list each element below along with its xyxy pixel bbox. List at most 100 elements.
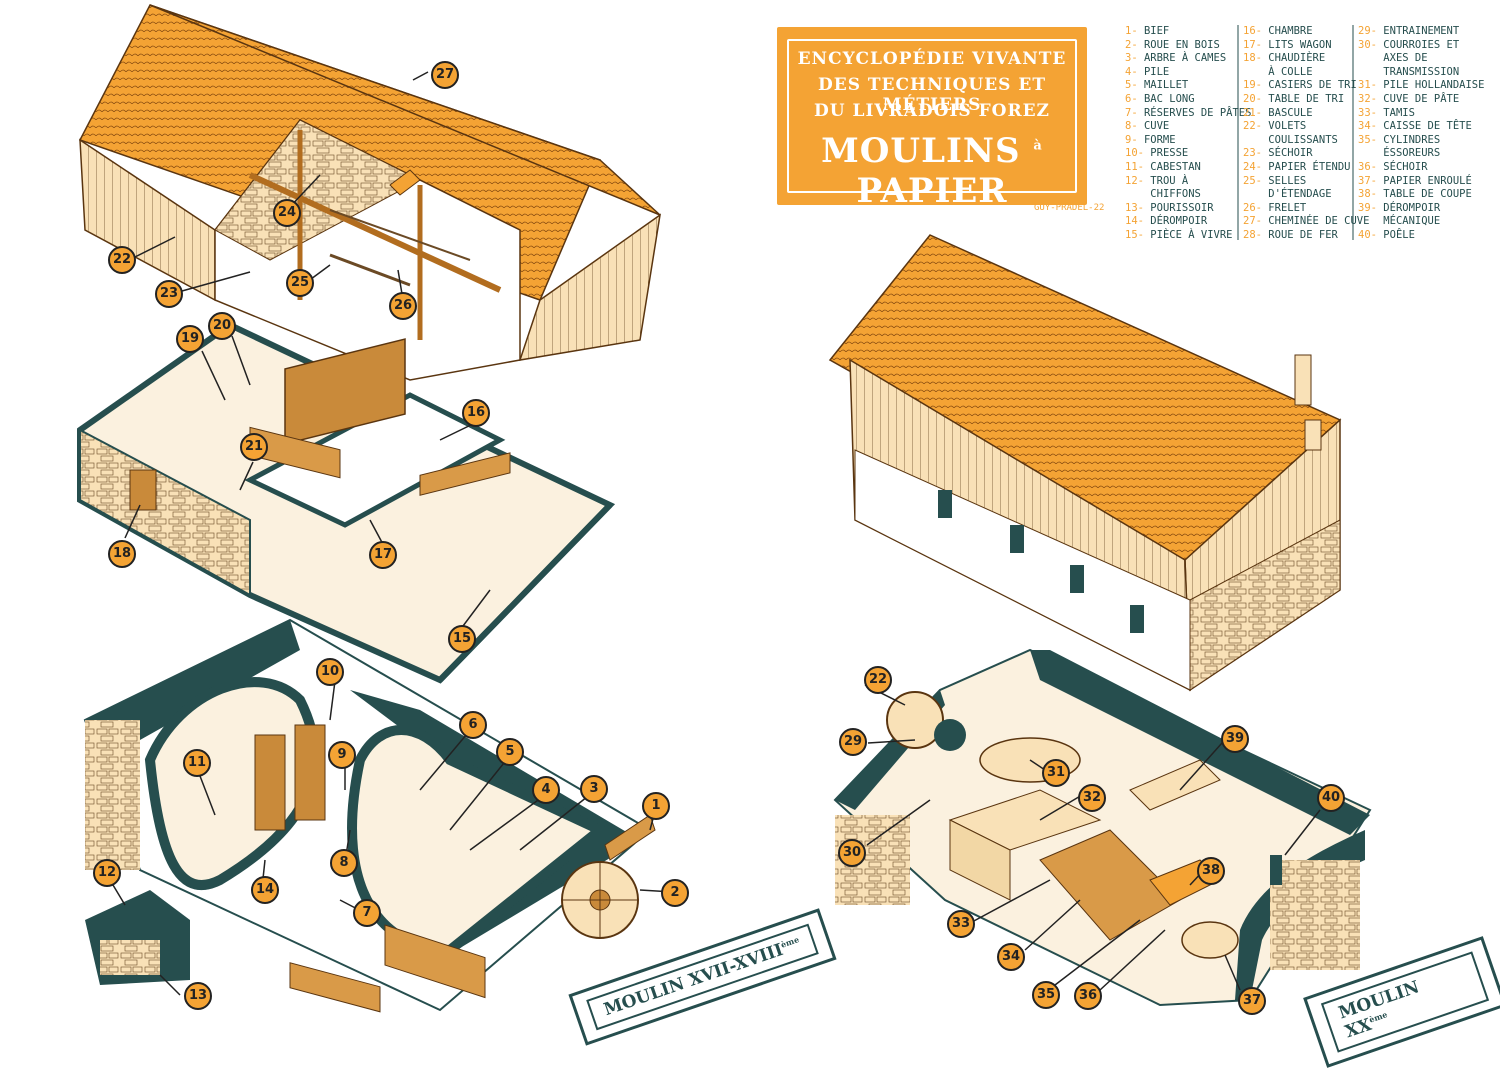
title-line-1: ENCYCLOPÉDIE VIVANTE	[797, 49, 1067, 69]
number-badge: 2	[661, 879, 689, 907]
number-badge: 13	[184, 982, 212, 1010]
legend-item-label: POURISSOIR	[1150, 201, 1214, 214]
legend-item-number: 24-	[1243, 160, 1269, 173]
legend-item-label: TABLE DE TRI	[1268, 92, 1345, 105]
legend-item-number: 2-	[1125, 38, 1144, 51]
legend-item: 11- CABESTAN	[1125, 161, 1251, 175]
legend-item-number	[1358, 215, 1383, 227]
number-badge: 7	[353, 899, 381, 927]
number-badge: 5	[496, 738, 524, 766]
legend-item: 15- PIÈCE À VIVRE	[1125, 229, 1251, 243]
legend-item-number	[1358, 52, 1383, 64]
title-papier: PAPIER	[856, 171, 1008, 211]
legend-item-number: 30-	[1358, 38, 1384, 51]
legend-item-label: CHAUDIÈRE	[1268, 52, 1326, 65]
legend-item: 18- CHAUDIÈRE	[1243, 52, 1369, 66]
legend-item-number: 20-	[1243, 92, 1269, 105]
legend-item: 37- PAPIER ENROULÉ	[1358, 175, 1484, 189]
legend-item-label: FORME	[1143, 133, 1176, 146]
number-badge: 23	[155, 280, 183, 308]
legend-item-number: 7-	[1125, 106, 1144, 119]
title-cartouche: ENCYCLOPÉDIE VIVANTE DES TECHNIQUES ET M…	[777, 27, 1087, 211]
legend-item-label: ENTRAINEMENT	[1383, 25, 1460, 37]
legend-item: TRANSMISSION	[1358, 66, 1484, 80]
legend-item: 6- BAC LONG	[1125, 93, 1251, 107]
legend-item-label: ROUE DE FER	[1268, 228, 1338, 241]
legend-item: 35- CYLINDRES	[1358, 134, 1484, 148]
right-mill-exterior	[828, 234, 1342, 692]
legend-item: 34- CAISSE DE TÊTE	[1358, 120, 1484, 134]
legend-item-label: RÉSERVES DE PÂTES	[1143, 106, 1252, 119]
legend-item-label: PILE	[1143, 65, 1170, 78]
legend-item: COULISSANTS	[1243, 134, 1369, 148]
legend-item: 4- PILE	[1125, 66, 1251, 80]
legend-item: ÉSSOREURS	[1358, 147, 1484, 161]
legend-item-number: 28-	[1243, 228, 1269, 241]
legend-item-label: CASIERS DE TRI	[1268, 79, 1357, 92]
number-badge: 34	[997, 943, 1025, 971]
legend-item-label: CABESTAN	[1150, 160, 1201, 173]
legend-item-number: 40-	[1358, 228, 1384, 241]
number-badge: 16	[462, 399, 490, 427]
number-badge: 22	[864, 666, 892, 694]
legend-item-label: BIEF	[1143, 25, 1170, 37]
legend-item-number: 13-	[1125, 201, 1151, 214]
legend-item-label: PAPIER ENROULÉ	[1383, 174, 1472, 187]
legend-item: 36- SÉCHOIR	[1358, 161, 1484, 175]
legend-item-label: BASCULE	[1268, 106, 1313, 119]
legend-item-label: COURROIES ET	[1383, 38, 1460, 51]
title-frame: ENCYCLOPÉDIE VIVANTE DES TECHNIQUES ET M…	[787, 39, 1077, 211]
title-moulins: MOULINS	[821, 131, 1021, 171]
number-badge: 9	[328, 741, 356, 769]
legend-item-number: 25-	[1243, 174, 1269, 187]
number-badge: 30	[838, 839, 866, 867]
legend-item-label: TAMIS	[1383, 106, 1415, 119]
legend-item-label: PIÈCE À VIVRE	[1150, 228, 1233, 241]
legend-item-number: 34-	[1358, 120, 1384, 133]
title-a: à	[1033, 138, 1043, 154]
legend-item-number	[1243, 134, 1268, 146]
legend-item-number: 15-	[1125, 228, 1151, 241]
legend-item-label: ÉSSOREURS	[1383, 147, 1441, 160]
number-badge: 24	[273, 199, 301, 227]
legend-item-label: DÉROMPOIR	[1383, 201, 1441, 214]
legend-item-label: SELLES	[1268, 174, 1307, 187]
number-badge: 33	[947, 910, 975, 938]
legend-item-label: D'ÉTENDAGE	[1268, 188, 1332, 201]
legend-item: 1- BIEF	[1125, 25, 1251, 39]
legend-item-number: 14-	[1125, 215, 1151, 228]
legend-item: 24- PAPIER ÉTENDU	[1243, 161, 1369, 175]
legend-item-label: CUVE	[1143, 120, 1170, 133]
number-badge: 17	[369, 541, 397, 569]
artist-credit: GUY-PRADEL-22	[1034, 203, 1105, 213]
number-badge: 39	[1221, 725, 1249, 753]
legend-item-number: 38-	[1358, 188, 1384, 201]
legend-item: 27- CHEMINÉE DE CUVE	[1243, 215, 1369, 229]
number-badge: 35	[1032, 981, 1060, 1009]
legend-item: 32- CUVE DE PÂTE	[1358, 93, 1484, 107]
legend-item: 33- TAMIS	[1358, 107, 1484, 121]
legend-item-label: AXES DE	[1383, 52, 1428, 65]
number-badge: 18	[108, 540, 136, 568]
legend-item: 14- DÉROMPOIR	[1125, 215, 1251, 229]
legend-item: CHIFFONS	[1125, 188, 1251, 202]
legend-item: 25- SELLES	[1243, 175, 1369, 189]
number-badge: 19	[176, 325, 204, 353]
legend-item: 13- POURISSOIR	[1125, 202, 1251, 216]
legend-item-label: PRESSE	[1150, 147, 1189, 160]
legend-item-label: CAISSE DE TÊTE	[1383, 120, 1472, 133]
legend-item-number	[1243, 66, 1268, 78]
legend-item-label: BAC LONG	[1143, 92, 1195, 105]
legend-item: 28- ROUE DE FER	[1243, 229, 1369, 243]
number-badge: 6	[459, 711, 487, 739]
legend-item: 26- FRELET	[1243, 202, 1369, 216]
legend-item-label: ARBRE À CAMES	[1143, 52, 1227, 65]
legend-item: 2- ROUE EN BOIS	[1125, 39, 1251, 53]
legend-item-number: 23-	[1243, 147, 1269, 160]
legend-item: 31- PILE HOLLANDAISE	[1358, 79, 1484, 93]
number-badge: 1	[642, 792, 670, 820]
